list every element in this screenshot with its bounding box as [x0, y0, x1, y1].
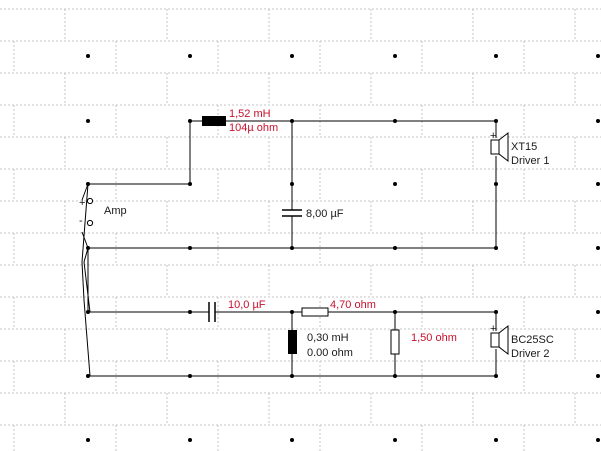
grid-dot: [86, 119, 90, 123]
grid-dot: [86, 438, 90, 442]
driver1-model: XT15: [511, 141, 537, 153]
amp-plus-sign: +: [79, 197, 85, 209]
amp-minus-sign: -: [79, 215, 83, 227]
driver1-speaker-icon: [490, 131, 509, 163]
amp-label: Amp: [104, 205, 127, 217]
background-grid: [0, 8, 601, 451]
amp-minus-lead: [81, 231, 89, 249]
d1-inductor-value: 1,52 mH: [229, 108, 271, 120]
driver2-branch: [90, 302, 497, 377]
driver2-speaker-icon: [490, 324, 509, 356]
d2-inductor-resistance: 0.00 ohm: [307, 347, 353, 359]
driver1-name: Driver 1: [511, 155, 550, 167]
d1-capacitor-value: 8,00 µF: [306, 208, 344, 220]
grid-dot: [393, 182, 397, 186]
d2-shunt-resistor: [390, 329, 400, 355]
grid-dot: [596, 119, 600, 123]
grid-dot: [393, 54, 397, 58]
grid-dot: [596, 310, 600, 314]
grid-dot: [596, 182, 600, 186]
amp-input: [81, 121, 191, 377]
grid-dot: [596, 246, 600, 250]
driver2-name: Driver 2: [511, 348, 550, 360]
branch-cross-b2: [81, 261, 85, 301]
branch-cross-b1: [81, 183, 89, 263]
amp-plus-terminal: [86, 197, 94, 205]
grid-dot: [393, 438, 397, 442]
grid-dot: [86, 54, 90, 58]
grid-dot: [596, 374, 600, 378]
amp-minus-terminal: [86, 219, 94, 227]
grid-dot: [188, 438, 192, 442]
grid-dot: [290, 438, 294, 442]
d2-polarity-plus: +: [490, 323, 496, 335]
d2-series-resistor: [301, 307, 329, 317]
grid-dots: [86, 54, 600, 442]
driver1-branch: [88, 120, 497, 249]
amp-plus-lead: [81, 183, 89, 201]
grid-dot: [494, 438, 498, 442]
grid-dot: [188, 54, 192, 58]
d2-inductor-value: 0,30 mH: [307, 332, 349, 344]
d1-inductor-resistance: 104µ ohm: [229, 122, 278, 134]
grid-dot: [86, 374, 90, 378]
d2-series-resistor-value: 4,70 ohm: [330, 299, 376, 311]
d1-inductor: [202, 116, 226, 126]
branch-cross-a1: [83, 247, 89, 263]
grid-dot: [290, 54, 294, 58]
branch-cross-b3: [83, 299, 91, 377]
branch-cross-a2: [83, 261, 91, 313]
grid-dot: [494, 54, 498, 58]
d2-capacitor-value: 10,0 µF: [228, 299, 266, 311]
d2-inductor: [288, 330, 297, 354]
d2-shunt-resistor-value: 1,50 ohm: [411, 332, 457, 344]
d1-polarity-plus: +: [490, 130, 496, 142]
grid-dot: [596, 54, 600, 58]
driver2-model: BC25SC: [511, 334, 554, 346]
grid-dot: [596, 438, 600, 442]
